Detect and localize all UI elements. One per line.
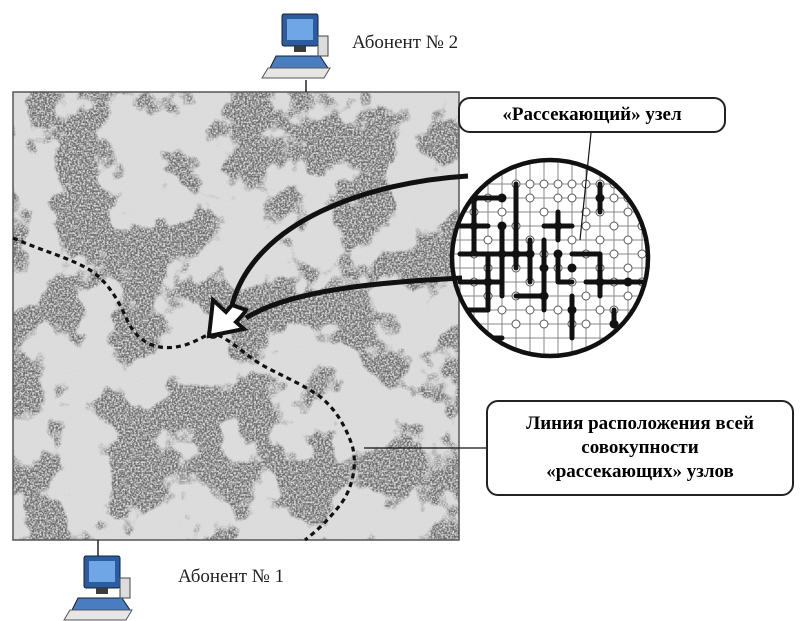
subscriber-1-label: Абонент № 1 (178, 566, 285, 587)
cut-node-callout-text: «Рассекающий» узел (502, 104, 682, 125)
lattice-grid (452, 160, 648, 356)
magnifier (449, 157, 651, 359)
cut-line-path (12, 236, 356, 542)
cut-node-pointer (579, 132, 592, 241)
cut-line-callout-line-2: совокупности (581, 437, 699, 458)
curved-arrow-icon (206, 173, 469, 339)
subscriber-2-label: Абонент № 2 (352, 32, 459, 53)
computer-icon (63, 555, 133, 621)
cut-line-callout: Линия расположения всей совокупности «ра… (486, 400, 794, 496)
cut-line-callout-line-1: Линия расположения всей (526, 413, 754, 434)
cut-node-callout: «Рассекающий» узел (458, 97, 726, 133)
computer-icon (261, 13, 331, 79)
lattice-bonds (457, 181, 645, 341)
cut-line-callout-line-3: «рассекающих» узлов (546, 461, 734, 482)
